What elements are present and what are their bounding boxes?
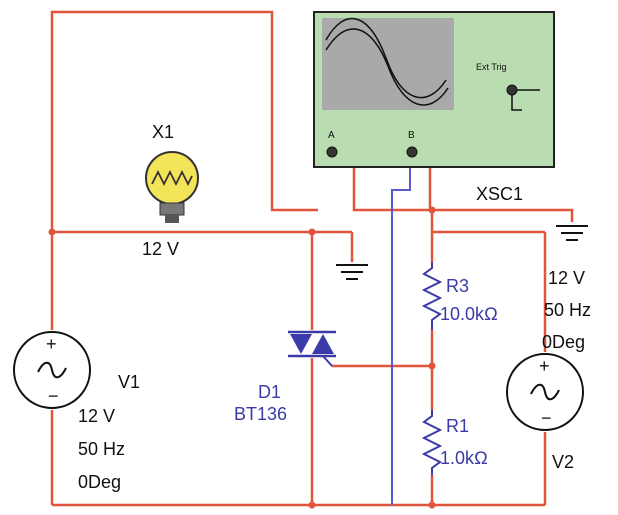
r3-zigzag[interactable] [421,262,443,330]
lamp-name: X1 [152,122,174,142]
lamp-rating: 12 V [142,239,179,259]
channel-a-terminal[interactable] [326,146,338,158]
wire-scope-a [352,158,432,212]
lamp-base-cap [165,215,179,223]
junction-dot [428,362,436,370]
ext-trig-terminal[interactable] [506,84,518,96]
v1-frequency: 50 Hz [78,439,125,459]
r1-value: 1.0kΩ [440,448,488,468]
source-v2[interactable]: 12 V 50 Hz 0Deg + − V2 [506,268,591,472]
v1-phase: 0Deg [78,472,121,492]
channel-a-label: A [328,130,335,141]
waveform-trace-b [325,28,449,106]
triac-gate-lead [322,355,333,367]
lamp-filament [151,169,193,187]
v2-phase: 0Deg [542,332,585,352]
source-v1[interactable]: + − V1 12 V 50 Hz 0Deg [13,331,140,492]
triac-name: D1 [258,382,281,402]
lamp-base [159,202,185,216]
ground-symbol-left [336,264,368,280]
v2-sine-icon [530,383,560,401]
v1-minus: − [48,386,59,406]
r1-name: R1 [446,416,469,436]
lamp-x1[interactable]: X1 12 V [142,122,199,259]
v1-sine-icon [37,361,67,379]
v1-plus: + [46,334,57,354]
v2-voltage: 12 V [548,268,585,288]
oscilloscope-name: XSC1 [476,184,523,204]
triac-arrow-down [290,334,312,354]
channel-b-label: B [408,130,415,141]
channel-b-terminal[interactable] [406,146,418,158]
triac-arrow-up [312,334,334,354]
ground-symbol-right [556,225,588,241]
triac-d1[interactable]: D1 BT136 [234,330,336,424]
ext-trig-wire-2 [511,95,522,111]
waveform-trace-a [325,17,447,99]
r3-value: 10.0kΩ [440,304,498,324]
v1-voltage: 12 V [78,406,115,426]
junction-dot [308,501,316,509]
junction-dot [308,228,316,236]
oscilloscope[interactable]: Ext Trig A B XSC1 [313,11,555,204]
junction-dot [428,206,436,214]
resistor-r3[interactable]: R3 10.0kΩ [421,262,498,330]
resistor-r1[interactable]: R1 1.0kΩ [421,410,488,475]
v2-name: V2 [552,452,574,472]
triac-part: BT136 [234,404,287,424]
junctions [48,206,436,509]
wires [50,10,574,507]
v2-frequency: 50 Hz [544,300,591,320]
junction-dot [428,501,436,509]
r3-name: R3 [446,276,469,296]
wire-scope-b [391,158,411,505]
junction-dot [48,228,56,236]
v1-name: V1 [118,372,140,392]
v2-plus: + [539,356,550,376]
ext-trig-label: Ext Trig [476,62,507,72]
r1-zigzag[interactable] [421,410,443,475]
v2-minus: − [541,408,552,428]
wire-top-left [50,10,318,232]
wire-scope-ground [428,158,574,222]
